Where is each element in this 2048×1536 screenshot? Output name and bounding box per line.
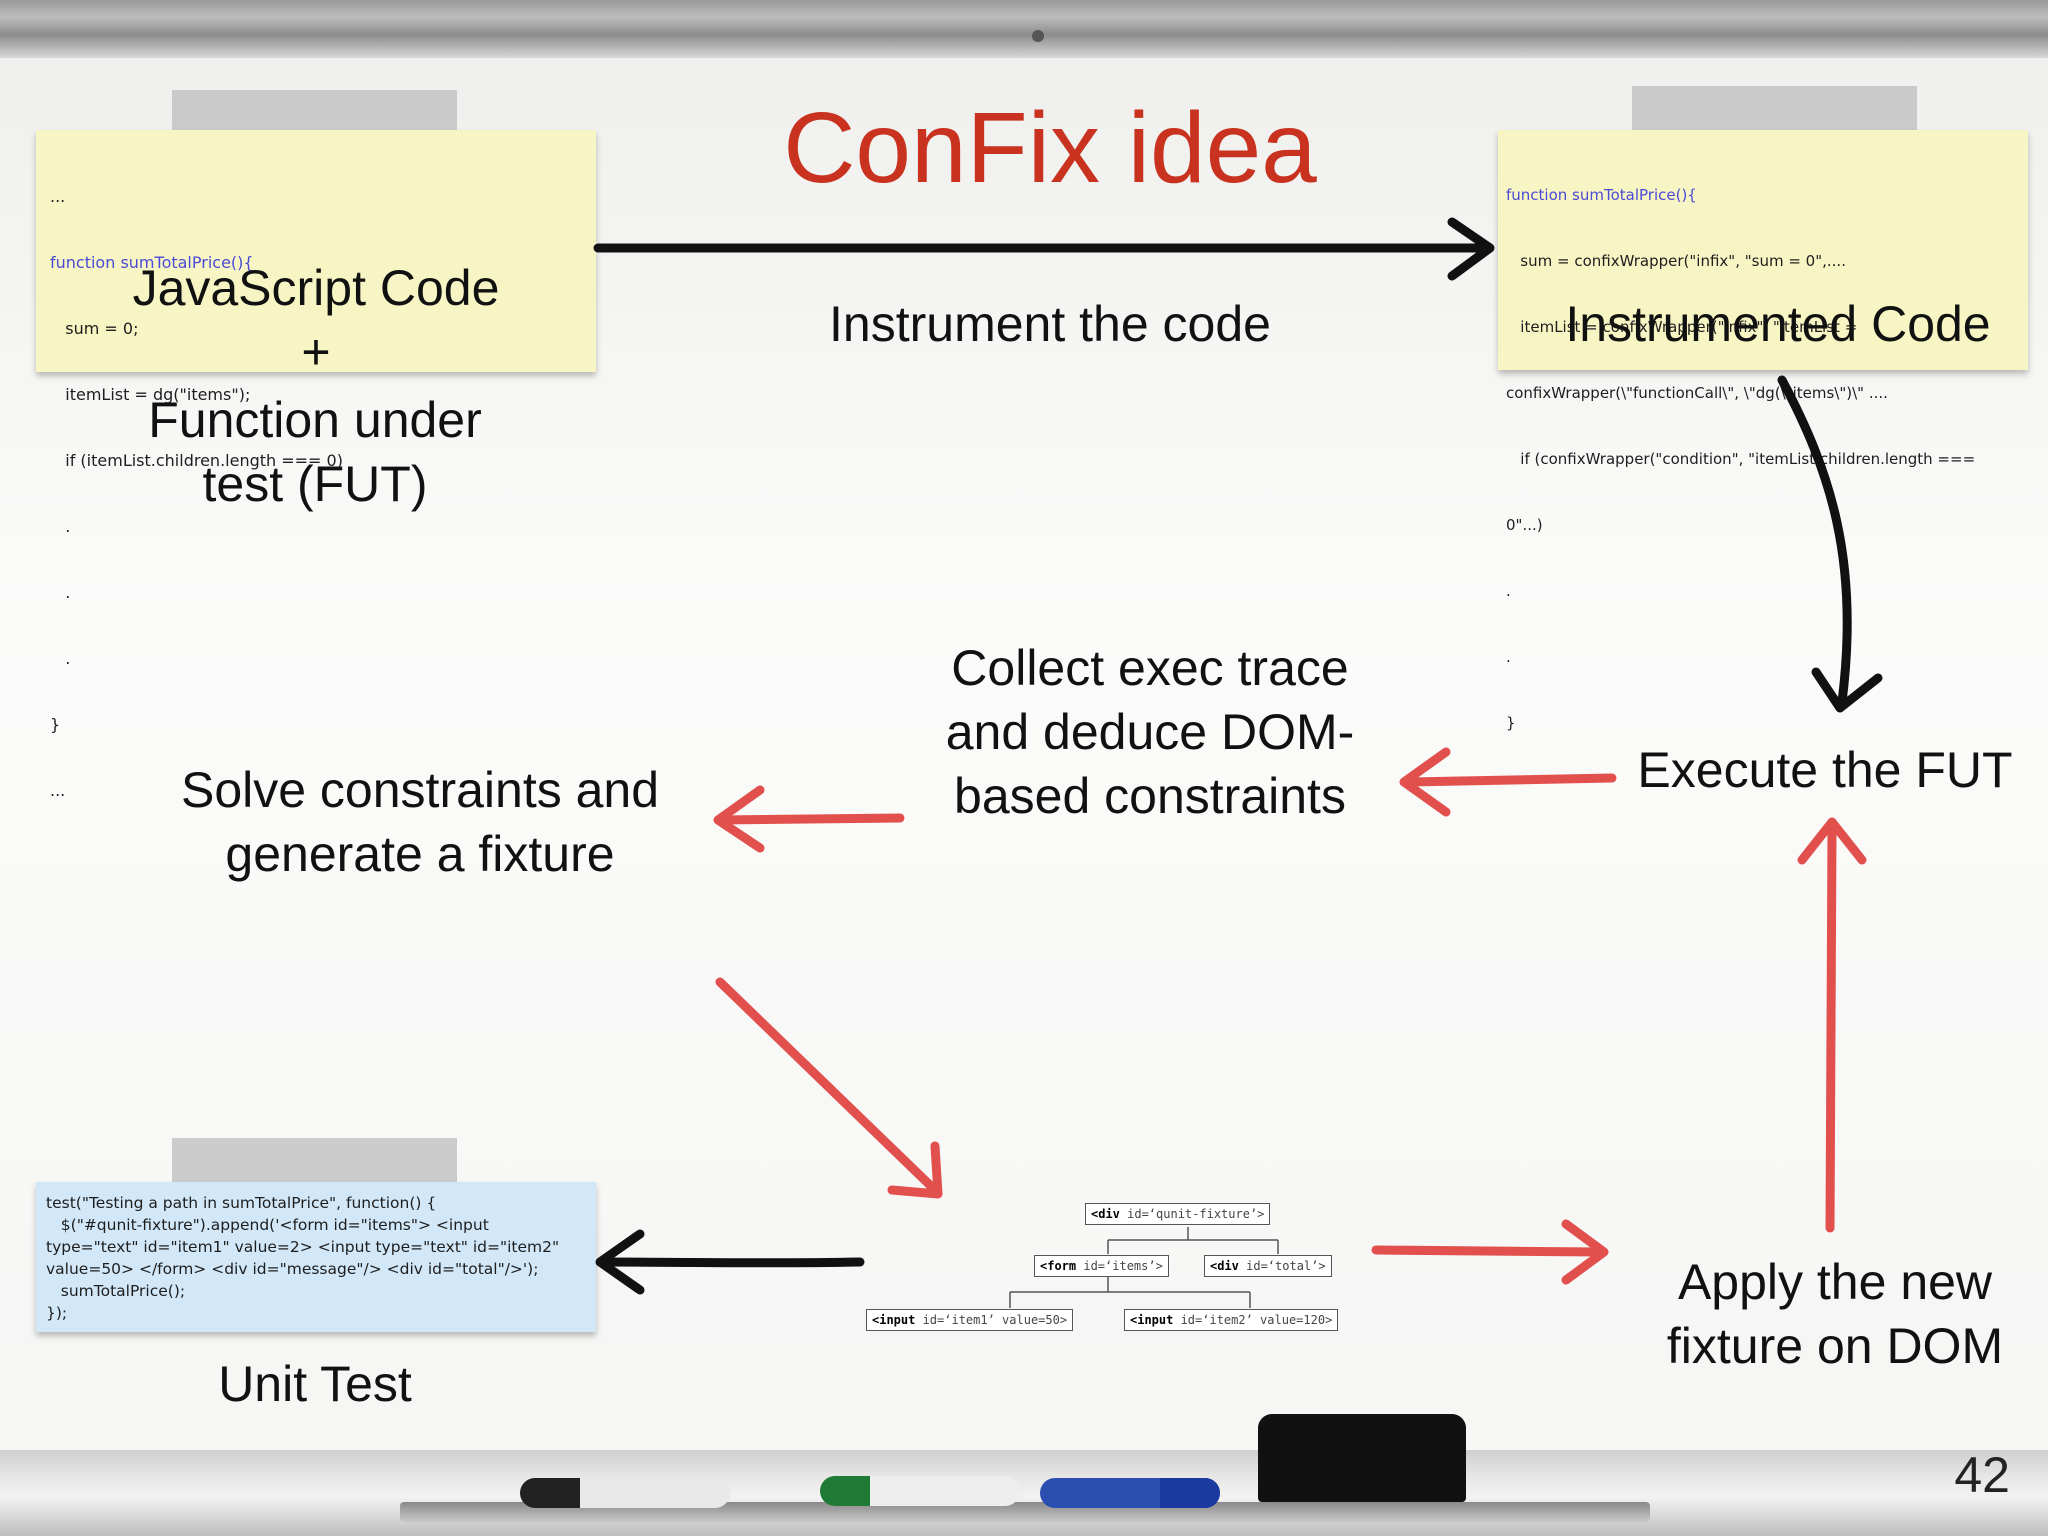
step-execute: Execute the FUT <box>1637 742 2013 798</box>
tape <box>172 1138 457 1184</box>
step-collect-line1: Collect exec trace <box>951 640 1349 696</box>
arrow-left-icon <box>1399 747 1617 817</box>
code-line: itemList = dg("items"); <box>50 385 251 404</box>
marker-blue <box>1040 1478 1220 1508</box>
code-line: . <box>1506 582 1511 600</box>
dom-tag: <form <box>1040 1259 1077 1273</box>
step-apply-line2: fixture on DOM <box>1666 1318 2004 1374</box>
code-line: . <box>50 583 71 602</box>
marker-black <box>520 1478 730 1508</box>
tape <box>1632 86 1917 134</box>
code-line: sum = 0; <box>50 319 139 338</box>
instrumented-code-caption: Instrumented Code <box>1565 296 1991 352</box>
code-line: confixWrapper(\"functionCall\", \"dg(\"i… <box>1506 384 1888 402</box>
code-line: function sumTotalPrice(){ <box>1506 186 1697 204</box>
plus-sign: + <box>301 324 331 380</box>
code-line: ... <box>50 781 66 800</box>
fut-label-line2: test (FUT) <box>202 456 428 512</box>
arrow-right-icon <box>1371 1219 1609 1285</box>
dom-node-qunit-fixture: <div id=‘qunit-fixture’> <box>1085 1203 1271 1225</box>
whiteboard-frame-top <box>0 0 2048 58</box>
code-line: . <box>50 517 71 536</box>
code-line: . <box>1506 648 1511 666</box>
dom-attr: id=‘item2’ value=120> <box>1173 1313 1333 1327</box>
marker-green <box>820 1476 1020 1506</box>
dom-attr: id=‘qunit-fixture’> <box>1119 1207 1265 1221</box>
page-number: 42 <box>1954 1447 2010 1503</box>
code-line: . <box>50 649 71 668</box>
step-collect-line3: based constraints <box>954 768 1346 824</box>
fut-label-line1: Function under <box>148 392 482 448</box>
instrumented-code-note: function sumTotalPrice(){ sum = confixWr… <box>1498 130 2028 732</box>
dom-tag: <input <box>1130 1313 1174 1327</box>
step-collect-line2: and deduce DOM- <box>945 704 1355 760</box>
arrow-diagonal-icon <box>715 977 943 1199</box>
unit-test-note: test("Testing a path in sumTotalPrice", … <box>36 1182 596 1332</box>
marker-tray <box>0 1450 2048 1536</box>
tape <box>172 90 457 132</box>
dom-attr: id=‘items’> <box>1076 1259 1163 1273</box>
arrow-up-icon <box>1797 817 1867 1233</box>
dom-tag: <input <box>872 1313 916 1327</box>
slide-title: ConFix idea <box>783 92 1317 204</box>
instrumented-code-snippet: function sumTotalPrice(){ sum = confixWr… <box>1506 140 1975 778</box>
bolt <box>1032 30 1044 42</box>
step-solve-line1: Solve constraints and <box>180 762 660 818</box>
code-line: if (itemList.children.length === 0) <box>50 451 343 470</box>
javascript-code-caption: JavaScript Code <box>132 260 500 316</box>
code-line: function sumTotalPrice(){ <box>50 253 254 272</box>
step-apply-line1: Apply the new <box>1677 1254 1993 1310</box>
dom-tag: <div <box>1091 1207 1120 1221</box>
arrow-right-icon <box>593 217 1495 281</box>
dom-attr: id=‘total’> <box>1238 1259 1326 1273</box>
unit-test-caption: Unit Test <box>218 1356 412 1412</box>
javascript-code-snippet: ... function sumTotalPrice(){ sum = 0; i… <box>50 142 343 846</box>
dom-node-input-item1: <input id=‘item1’ value=50> <box>866 1309 1074 1331</box>
code-line: if (confixWrapper("condition", "itemList… <box>1506 450 1976 468</box>
javascript-code-note: ... function sumTotalPrice(){ sum = 0; i… <box>36 130 596 800</box>
step-instrument: Instrument the code <box>829 296 1271 352</box>
dom-attr: id=‘item1’ value=50> <box>915 1313 1068 1327</box>
code-line: } <box>50 715 61 734</box>
step-solve-line2: generate a fixture <box>225 826 615 882</box>
dom-node-div-total: <div id=‘total’> <box>1204 1255 1332 1277</box>
dom-node-form-items: <form id=‘items’> <box>1034 1255 1169 1277</box>
arrow-left-icon <box>713 785 905 853</box>
code-line: } <box>1506 714 1516 732</box>
code-line: itemList = confixWrapper("infix", "itemL… <box>1506 318 1858 336</box>
arrow-down-icon <box>1777 375 1883 713</box>
dom-node-input-item2: <input id=‘item2’ value=120> <box>1124 1309 1339 1331</box>
arrow-left-icon <box>595 1229 865 1295</box>
code-line: 0"...) <box>1506 516 1543 534</box>
eraser <box>1258 1414 1466 1502</box>
code-line: sum = confixWrapper("infix", "sum = 0",.… <box>1506 252 1846 270</box>
dom-tag: <div <box>1210 1259 1239 1273</box>
code-line: ... <box>50 187 66 206</box>
unit-test-code: test("Testing a path in sumTotalPrice", … <box>46 1194 560 1322</box>
